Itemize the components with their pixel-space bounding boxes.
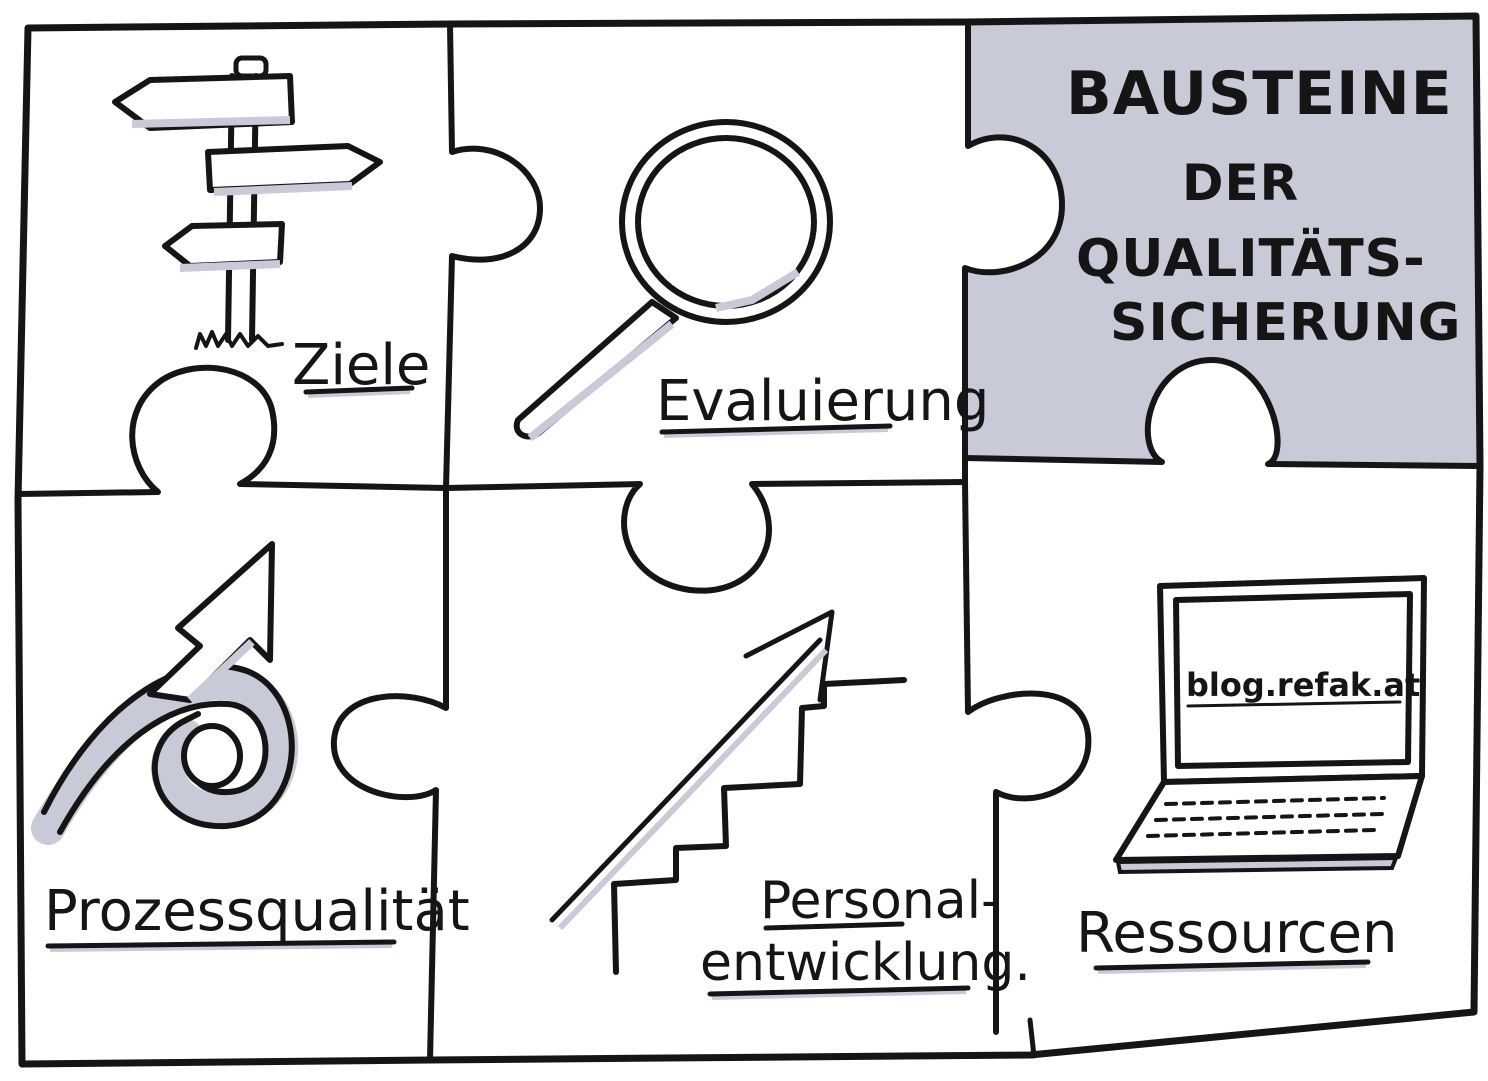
label-evaluierung: Evaluierung — [656, 369, 989, 434]
title-piece-fill — [965, 16, 1480, 466]
title-line-2: DER — [1182, 154, 1299, 212]
underline-prozessqualitaet — [45, 939, 397, 949]
label-personal-line2: entwicklung. — [700, 933, 1031, 993]
underline-ziele — [303, 385, 415, 395]
label-personal-line1: Personal- — [760, 871, 1000, 931]
laptop-screen-url: blog.refak.at — [1186, 666, 1420, 704]
label-prozessqualitaet: Prozessqualität — [44, 879, 470, 944]
seam-left-bottom — [330, 485, 449, 1063]
seam-right-top — [962, 19, 1065, 485]
seam-right-bottom — [962, 479, 1092, 1035]
title-line-1: BAUSTEINE — [1066, 59, 1453, 129]
seam-left-top — [443, 21, 543, 491]
looping-arrow-icon — [31, 541, 299, 845]
url-underline — [1186, 700, 1402, 708]
stairs-arrow-icon — [549, 609, 907, 975]
underline-personal — [763, 921, 905, 931]
label-ressourcen: Ressourcen — [1076, 901, 1397, 966]
laptop-icon — [1113, 575, 1427, 875]
underline-ressourcen — [1093, 959, 1371, 971]
signpost-icon — [112, 55, 383, 350]
seam-horizontal-left — [15, 364, 449, 497]
underline-evaluierung — [659, 423, 893, 435]
seam-horizontal-right — [962, 357, 1483, 469]
title-block: BAUSTEINE DER QUALITÄTS- SICHERUNG — [1066, 59, 1461, 353]
seam-horizontal-middle — [443, 479, 968, 594]
title-line-4: SICHERUNG — [1110, 293, 1461, 353]
seam-stub — [1027, 1017, 1037, 1059]
puzzle-frame — [14, 12, 1484, 1068]
title-line-3: QUALITÄTS- — [1076, 228, 1426, 289]
magnifying-glass-icon — [513, 119, 833, 442]
underline-entwicklung — [707, 985, 971, 997]
